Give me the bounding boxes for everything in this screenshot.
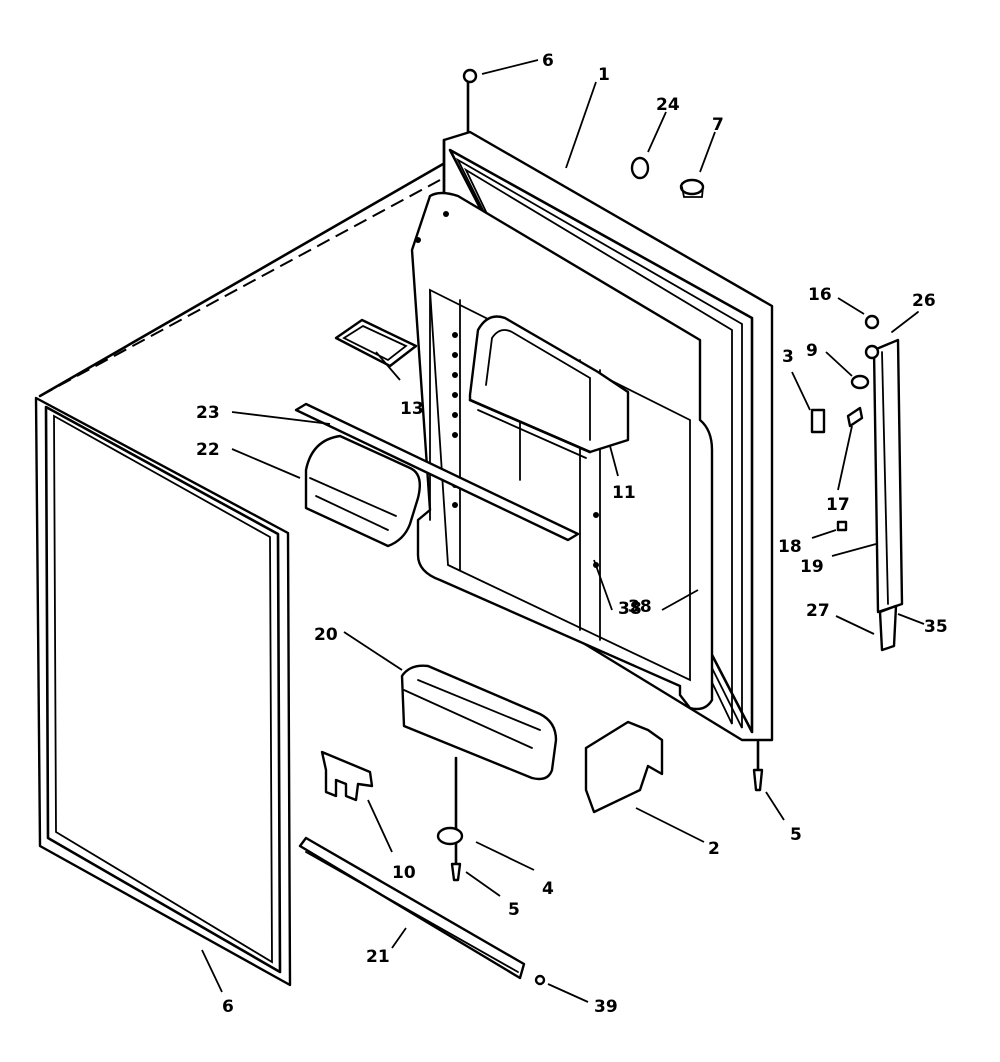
callout-22: 22 xyxy=(196,440,220,460)
hinge-pin-and-screws xyxy=(436,68,764,986)
door-gasket xyxy=(34,396,292,987)
callout-7: 7 xyxy=(712,115,724,135)
callout-23: 23 xyxy=(196,403,220,423)
leader-lines xyxy=(201,59,925,1003)
callout-3: 3 xyxy=(782,347,794,367)
shelf-bar xyxy=(294,402,580,542)
callout-9: 9 xyxy=(806,341,818,361)
callout-18: 18 xyxy=(778,537,802,557)
door-handle-assembly xyxy=(810,311,919,652)
callout-2: 2 xyxy=(708,839,720,859)
dairy-compartment xyxy=(468,315,630,459)
callout-6-top: 6 xyxy=(542,51,554,71)
callout-19: 19 xyxy=(800,557,824,577)
trim-strip xyxy=(298,836,526,980)
callout-4: 4 xyxy=(542,879,554,899)
callout-17: 17 xyxy=(826,495,850,515)
door-plugs xyxy=(630,156,705,198)
cabinet-outline xyxy=(38,158,452,398)
callout-16: 16 xyxy=(808,285,832,305)
callout-35: 35 xyxy=(924,617,948,637)
tray xyxy=(334,318,418,368)
callout-5-mid: 5 xyxy=(508,900,520,920)
door-bin xyxy=(400,664,558,781)
callout-labels: 6 1 24 7 16 26 9 3 17 13 23 22 11 18 19 … xyxy=(196,51,948,1017)
callout-1: 1 xyxy=(598,65,610,85)
callout-20: 20 xyxy=(314,625,338,645)
callout-10: 10 xyxy=(392,863,416,883)
callout-21: 21 xyxy=(366,947,390,967)
callout-5-right: 5 xyxy=(790,825,802,845)
liner-mounting-holes xyxy=(415,211,599,568)
callout-38-right: 38 xyxy=(618,599,642,619)
callout-38-left: 38 xyxy=(628,597,652,617)
callout-26: 26 xyxy=(912,291,936,311)
bracket xyxy=(320,750,374,802)
callout-13: 13 xyxy=(400,399,424,419)
lower-hinge xyxy=(584,720,664,814)
callout-27: 27 xyxy=(806,601,830,621)
callout-6-bottom: 6 xyxy=(222,997,234,1017)
callout-39: 39 xyxy=(594,997,618,1017)
callout-24: 24 xyxy=(656,95,680,115)
callout-11: 11 xyxy=(612,483,636,503)
butter-compartment xyxy=(304,434,421,548)
